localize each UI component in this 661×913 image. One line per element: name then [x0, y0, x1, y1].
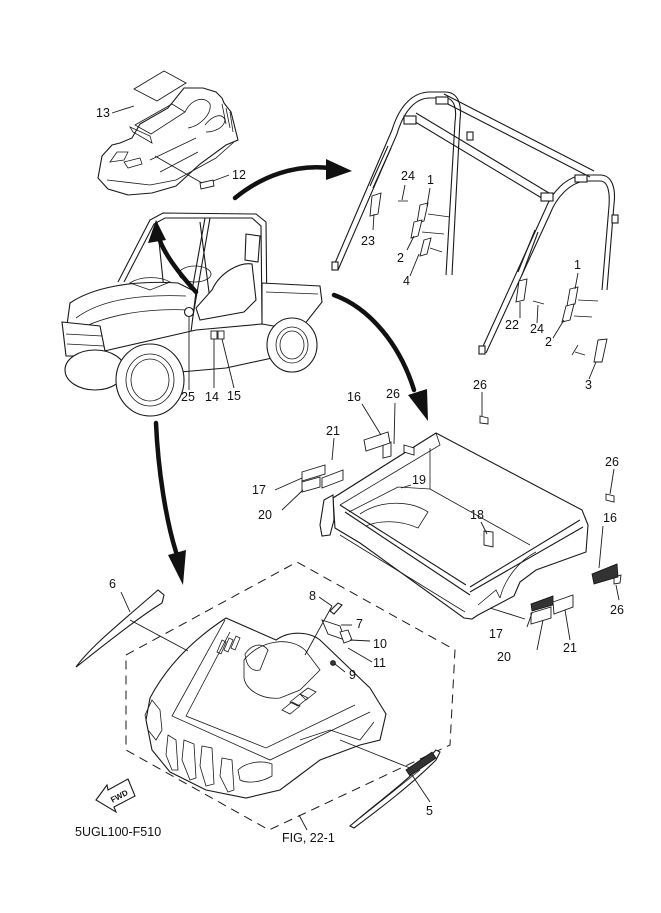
label-sticker-23	[369, 192, 382, 217]
screw-8	[329, 602, 343, 615]
label-sticker-22	[515, 278, 528, 303]
arrow-to-cargo-bed	[331, 292, 428, 421]
callout-12: 12	[232, 168, 246, 182]
label-sticker-12	[199, 179, 215, 190]
label-sticker-26	[605, 493, 615, 503]
label-sticker-21	[321, 469, 344, 489]
callout-25: 25	[181, 390, 195, 404]
label-sticker-16-4x4	[591, 563, 619, 585]
callout-2: 2	[397, 251, 404, 265]
label-sticker-1	[566, 286, 579, 307]
callout-15: 15	[227, 389, 241, 403]
callout-24: 24	[530, 322, 544, 336]
callout-10: 10	[373, 637, 387, 651]
callout-4: 4	[403, 274, 410, 288]
callout-3: 3	[585, 378, 592, 392]
callout-26: 26	[386, 387, 400, 401]
callout-21: 21	[563, 641, 577, 655]
assembly-boundary	[125, 561, 456, 831]
side-stripe-decal: 6	[75, 577, 189, 668]
callout-7: 7	[356, 617, 363, 631]
callout-26: 26	[605, 455, 619, 469]
label-sticker-14	[210, 330, 218, 340]
figure-reference: FIG, 22-1	[282, 831, 335, 845]
callout-9: 9	[349, 668, 356, 682]
label-sticker-16	[363, 431, 391, 452]
label-sticker-26	[479, 415, 489, 425]
roll-cage: 24 1 23 2 4 1 22 24 2 3	[331, 91, 619, 392]
label-sticker-25	[183, 306, 195, 318]
label-sticker-20	[301, 476, 321, 493]
callout-16: 16	[603, 511, 617, 525]
callout-8: 8	[309, 589, 316, 603]
arrow-to-front-hood	[153, 420, 186, 585]
arrow-to-dash-panel	[148, 220, 199, 295]
callout-16: 16	[347, 390, 361, 404]
callout-24: 24	[401, 169, 415, 183]
label-sticker-3	[593, 338, 608, 363]
cage-bracket	[403, 115, 417, 125]
callout-18: 18	[470, 508, 484, 522]
callout-6: 6	[109, 577, 116, 591]
callout-17: 17	[489, 627, 503, 641]
callout-20: 20	[497, 650, 511, 664]
callout-11: 11	[373, 656, 386, 670]
callout-1: 1	[427, 173, 434, 187]
label-sticker-26	[403, 444, 415, 456]
label-sticker-15	[217, 330, 225, 340]
callout-23: 23	[361, 234, 375, 248]
diagram-code: 5UGL100-F510	[75, 825, 161, 839]
label-sticker-18	[483, 530, 494, 548]
callout-5: 5	[426, 804, 433, 818]
label-sticker-21	[552, 594, 574, 615]
hood-side-decal: 5	[339, 739, 441, 829]
callout-21: 21	[326, 424, 340, 438]
cage-bracket	[540, 192, 554, 202]
callout-17: 17	[252, 483, 266, 497]
callout-20: 20	[258, 508, 272, 522]
rear-wheel	[266, 317, 318, 373]
cage-bracket	[435, 96, 449, 105]
label-sticker-2	[410, 219, 423, 239]
fwd-arrow-icon	[95, 778, 136, 814]
front-left-wheel	[64, 343, 185, 417]
callout-1: 1	[574, 258, 581, 272]
front-hood: 8 7 10 11 9	[125, 561, 456, 831]
callout-19: 19	[412, 473, 426, 487]
label-sticker-13	[133, 70, 187, 102]
callout-13: 13	[96, 106, 110, 120]
rivet-24	[532, 300, 545, 305]
label-sticker-2	[561, 303, 575, 323]
label-sticker-10	[339, 629, 353, 644]
utility-vehicle-overview: 25 14 15	[61, 212, 323, 417]
label-sticker-1	[416, 202, 429, 224]
grommet-9	[330, 660, 336, 666]
cage-bracket	[574, 174, 588, 183]
callout-22: 22	[505, 318, 519, 332]
label-sticker-20	[530, 606, 552, 625]
fwd-indicator: FWD	[95, 778, 136, 814]
arrow-to-roll-cage	[232, 159, 352, 201]
callout-14: 14	[205, 390, 219, 404]
callout-2: 2	[545, 335, 552, 349]
callout-26: 26	[473, 378, 487, 392]
label-sticker-4	[419, 237, 432, 257]
cargo-bed: 16 26 26 21 17 20 19 18 26 16 26 17 20 2…	[252, 378, 624, 664]
callout-26: 26	[610, 603, 624, 617]
dash-panel-cover: 13 12	[96, 70, 246, 196]
